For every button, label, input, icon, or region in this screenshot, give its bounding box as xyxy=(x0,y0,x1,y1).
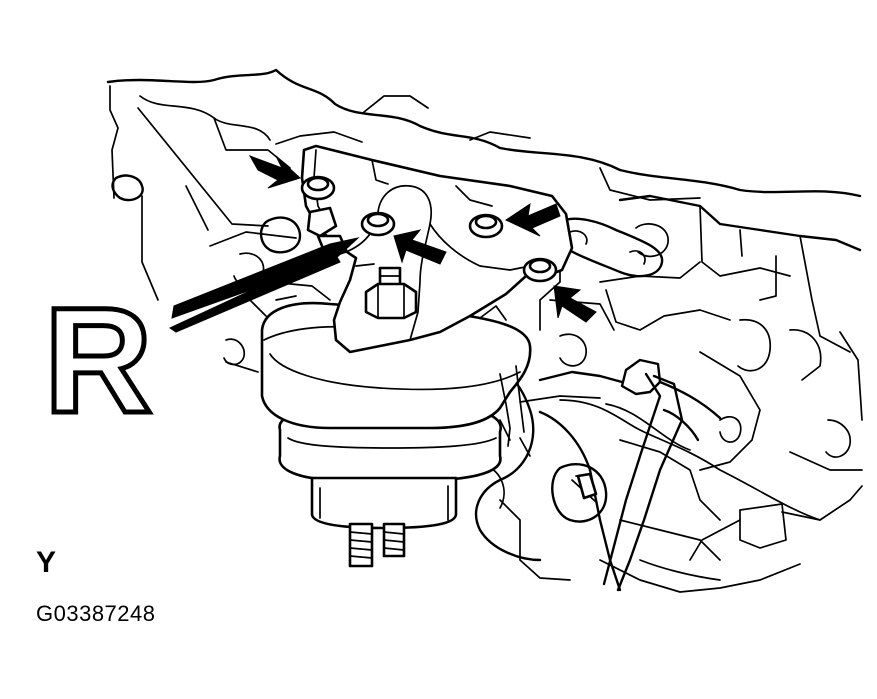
mount-cup-bracket xyxy=(260,301,532,447)
callout-arrows xyxy=(168,155,597,333)
callout-arrow-1 xyxy=(248,155,301,189)
engine-mount-insulator xyxy=(278,408,502,568)
bracket-bolt-1 xyxy=(300,175,336,201)
corner-label: Y xyxy=(36,546,57,579)
callout-arrow-5 xyxy=(171,237,360,319)
callout-arrow-4 xyxy=(553,285,597,323)
mount-stud-right xyxy=(382,522,406,558)
transmission-housing xyxy=(472,358,863,593)
view-letter: R xyxy=(42,276,155,444)
bracket-bolt-3 xyxy=(468,213,504,239)
bracket-bolt-4 xyxy=(522,257,558,283)
bracket-bolt-2 xyxy=(360,211,396,237)
callout-arrow-3 xyxy=(504,202,561,237)
callout-arrow-6 xyxy=(168,251,341,333)
center-mount-nut xyxy=(364,266,418,320)
figure-code: G03387248 xyxy=(36,601,156,626)
callout-arrow-2 xyxy=(393,229,447,265)
mount-stud-left xyxy=(348,522,374,568)
